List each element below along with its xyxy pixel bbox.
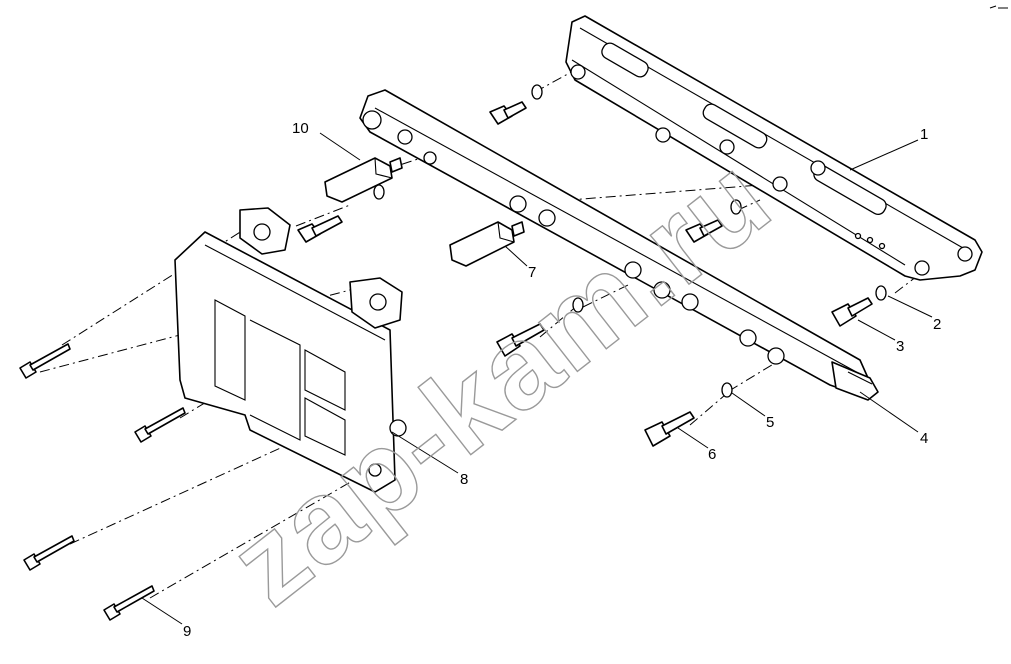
callout-5: 5	[766, 414, 774, 431]
long-bolt-icon	[19, 343, 71, 379]
bolt-icon	[489, 101, 527, 125]
callout-1: 1	[920, 126, 928, 143]
washer-icon	[531, 84, 543, 100]
callout-9: 9	[183, 623, 191, 640]
bolts	[19, 101, 873, 621]
harness-rail	[359, 89, 879, 401]
washer-icon	[875, 285, 887, 301]
long-bolt-icon	[23, 535, 75, 571]
washers	[373, 84, 887, 398]
callout-10: 10	[292, 120, 309, 137]
callout-2: 2	[933, 316, 941, 333]
corner-mark-icon	[989, 5, 1008, 9]
washer-icon	[721, 382, 733, 398]
bolt-icon	[644, 411, 695, 447]
callout-labels: 1 2 3 4 5 6 7 8 9 10	[183, 120, 941, 640]
callout-8: 8	[460, 471, 468, 488]
spacer-10	[324, 157, 403, 203]
bolt-icon	[831, 297, 873, 327]
washer-icon	[730, 199, 742, 215]
washer-icon	[572, 297, 584, 313]
bolt-icon	[496, 323, 545, 357]
bolt-icon	[685, 219, 723, 243]
callout-leaders	[141, 132, 933, 625]
callout-4: 4	[920, 430, 928, 447]
callout-3: 3	[896, 338, 904, 355]
washer-icon	[373, 184, 385, 200]
long-bolt-icon	[134, 407, 186, 443]
long-bolt-icon	[103, 585, 155, 621]
callout-7: 7	[528, 264, 536, 281]
callout-6: 6	[708, 446, 716, 463]
mounting-bracket	[565, 15, 983, 281]
control-module	[174, 207, 407, 493]
spacer-7	[449, 221, 525, 267]
bolt-icon	[297, 215, 343, 243]
